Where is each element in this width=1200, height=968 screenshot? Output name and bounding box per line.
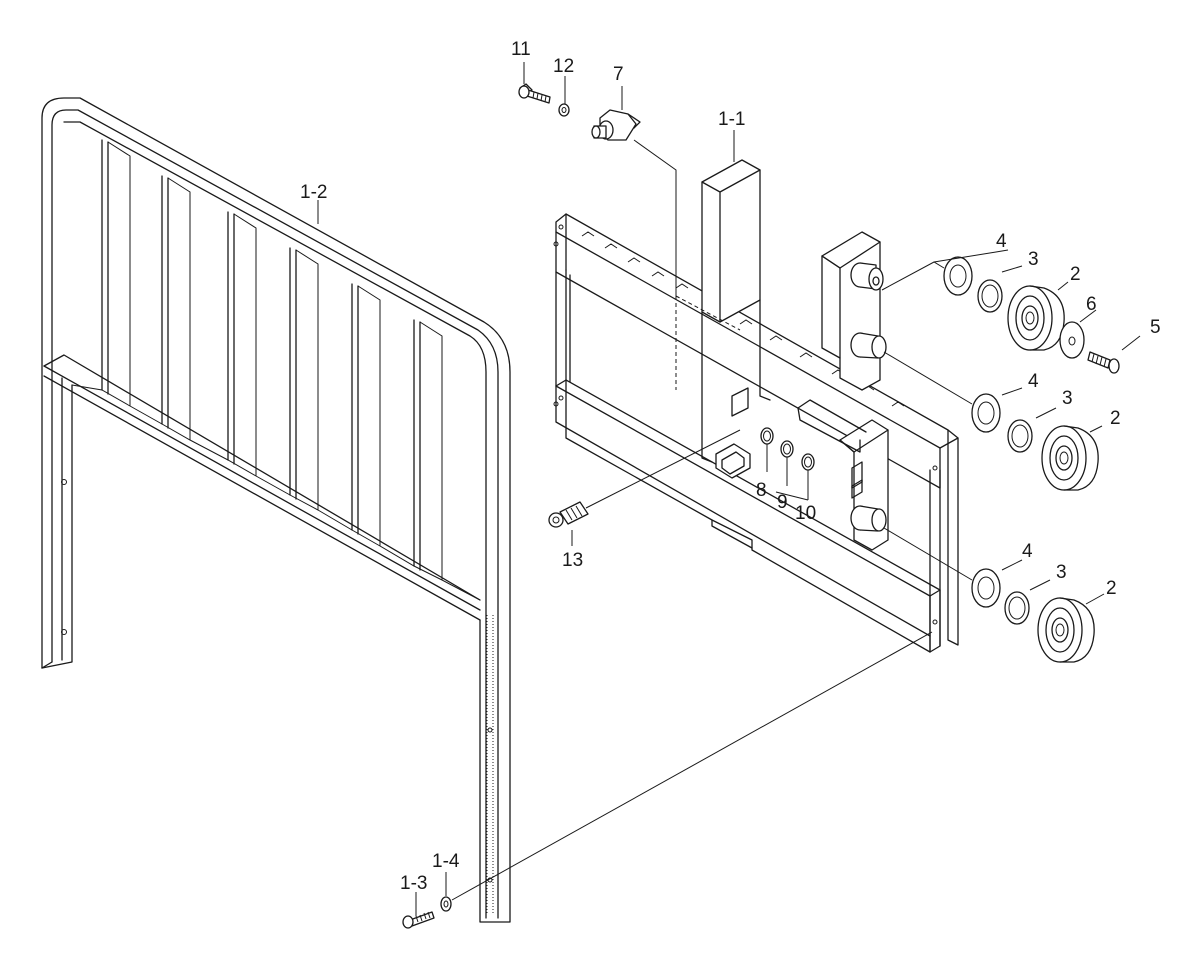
washer-12: [558, 103, 570, 117]
pin-7: [591, 109, 641, 141]
washer-6: [1059, 321, 1085, 359]
load-backrest: [41, 97, 511, 923]
mast-plate: [675, 159, 771, 479]
spacer-3-middle: [1007, 419, 1033, 453]
washer-4-bottom: [971, 568, 1001, 608]
bolt-1-3: [402, 911, 435, 929]
label-8: 8: [756, 480, 767, 501]
roller-bearing-2-middle: [1041, 425, 1099, 491]
label-3-top: 3: [1028, 249, 1039, 270]
ring-8: [760, 427, 774, 445]
ring-10: [801, 453, 815, 471]
label-2-top: 2: [1070, 264, 1081, 285]
washer-4-middle: [971, 393, 1001, 433]
ring-9: [780, 440, 794, 458]
leader-lines: [317, 62, 1141, 916]
label-4-top: 4: [996, 231, 1007, 252]
label-5: 5: [1150, 317, 1161, 338]
roller-stud-bottom: [850, 505, 887, 532]
label-4-bottom: 4: [1022, 541, 1033, 562]
label-1-3: 1-3: [400, 873, 427, 894]
label-3-middle: 3: [1062, 388, 1073, 409]
label-13: 13: [562, 550, 583, 571]
spacer-3-top: [977, 279, 1003, 313]
label-7: 7: [613, 64, 624, 85]
label-1-2: 1-2: [300, 182, 327, 203]
label-4-middle: 4: [1028, 371, 1039, 392]
roller-bearing-2-top: [1007, 285, 1065, 351]
roller-bearing-2-bottom: [1037, 597, 1095, 663]
label-11: 11: [511, 39, 531, 60]
label-10: 10: [795, 503, 816, 524]
carriage-frame: [553, 213, 959, 653]
label-9: 9: [777, 492, 788, 513]
roller-stud-top: [850, 262, 884, 291]
label-1-4: 1-4: [432, 851, 460, 872]
bolt-11: [518, 83, 551, 104]
label-2-middle: 2: [1110, 408, 1121, 429]
label-1-1: 1-1: [718, 109, 745, 130]
label-2-bottom: 2: [1106, 578, 1117, 599]
label-6: 6: [1086, 294, 1097, 315]
roller-stud-middle: [850, 332, 887, 359]
spacer-3-bottom: [1004, 591, 1030, 625]
washer-1-4: [440, 896, 452, 912]
bolt-13: [548, 501, 589, 528]
part-labels: 11 12 7 1-1 1-2 4 3 2 6 5 4 3 2 8 9 10 1…: [300, 39, 1161, 894]
label-3-bottom: 3: [1056, 562, 1067, 583]
bolt-5: [1087, 351, 1120, 374]
label-12: 12: [553, 56, 574, 77]
washer-4-top: [943, 256, 973, 296]
